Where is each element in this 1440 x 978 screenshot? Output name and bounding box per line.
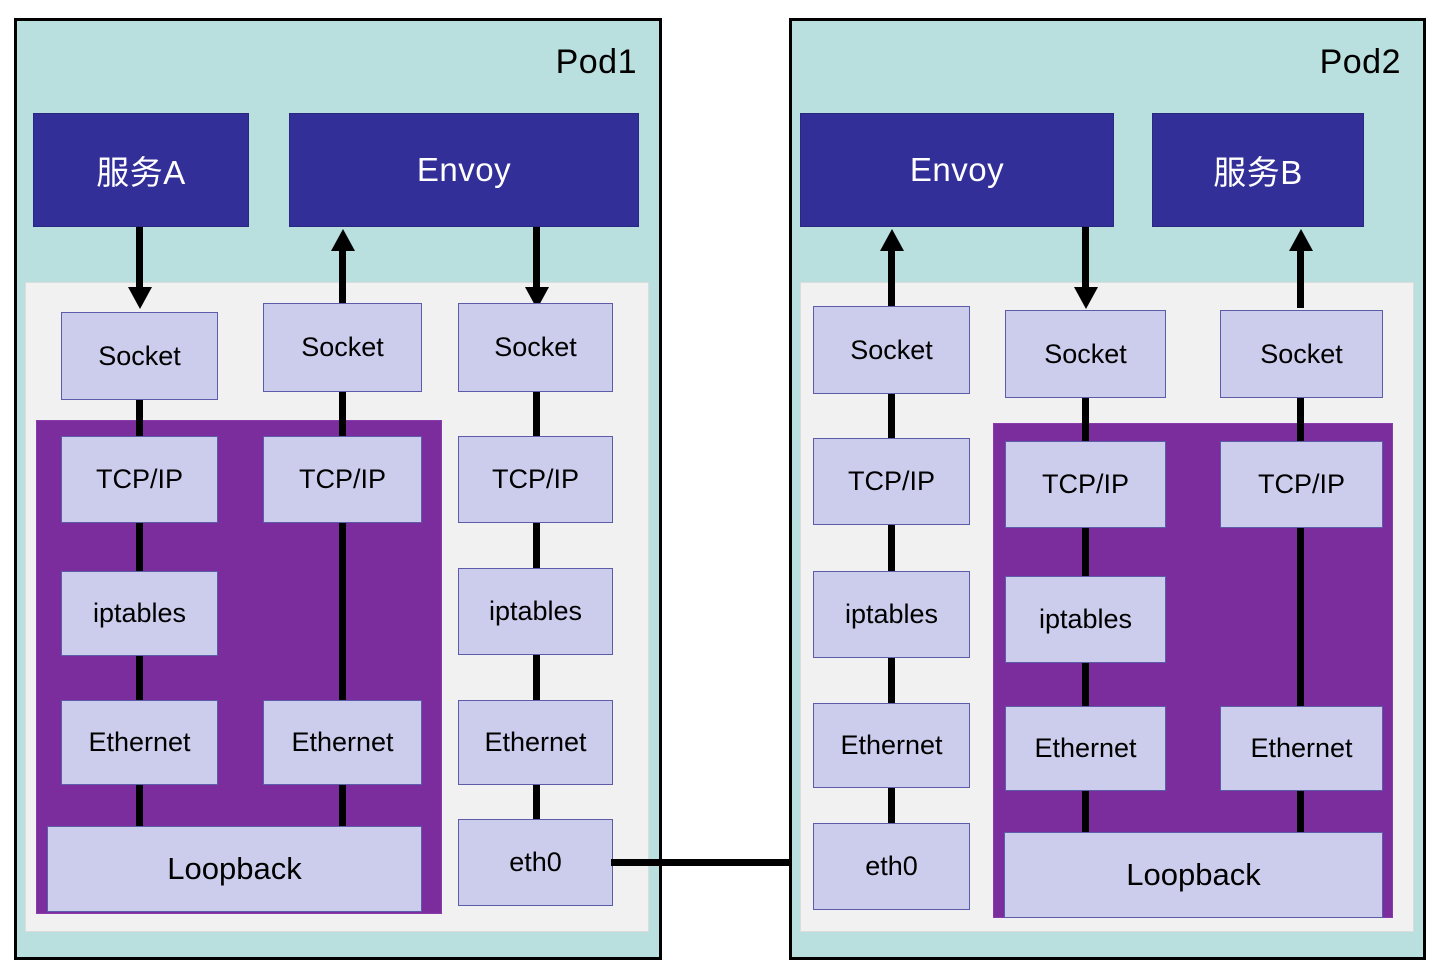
pod-2-col3-socket-label: Socket — [1260, 338, 1343, 369]
pod-1-col3-iptables[interactable]: iptables — [458, 568, 613, 655]
pod-1-app-service-a-label: 服务A — [96, 154, 186, 191]
pod-2-app-service-b[interactable]: 服务B — [1152, 113, 1364, 227]
pod-1-col2-link-socket-tcpip — [339, 390, 346, 440]
pod-2-col2-ethernet-label: Ethernet — [1034, 733, 1137, 763]
pod-1-col3-link-socket-tcpip — [533, 390, 540, 440]
pod-2-col1-eth0-label: eth0 — [865, 851, 918, 881]
pod-1-col3-eth0-label: eth0 — [509, 847, 562, 877]
pod-1-col3-ethernet[interactable]: Ethernet — [458, 700, 613, 785]
pod-1-app-service-a[interactable]: 服务A — [33, 113, 249, 227]
pod-1-col3-tcpip-label: TCP/IP — [491, 464, 579, 494]
pod-2-col1-link-socket-tcpip — [888, 392, 895, 440]
pod-1-col2-tcpip[interactable]: TCP/IP — [263, 436, 422, 523]
pod-1-col1-link-iptables-ethernet — [136, 654, 143, 702]
pod-1-col2-ethernet-label: Ethernet — [291, 727, 394, 757]
pod-1-col3-link-tcpip-iptables — [533, 520, 540, 572]
pod-2-col1-socket[interactable]: Socket — [813, 306, 970, 394]
pod-1-arrow-envoy-up-line — [339, 250, 346, 304]
pod-1-col1-ethernet[interactable]: Ethernet — [61, 700, 218, 785]
pod-1-col3-tcpip[interactable]: TCP/IP — [458, 436, 613, 523]
pod-2-col1-link-iptables-ethernet — [888, 657, 895, 705]
pod-1-arrow-service-a-down-head — [128, 287, 152, 309]
pod-2-col2-iptables[interactable]: iptables — [1005, 576, 1166, 663]
pod-1-col1-iptables-label: iptables — [92, 598, 187, 628]
pod-1-loopback-device-label: Loopback — [167, 851, 302, 886]
pod-2-col2-link-tcpip-iptables — [1082, 527, 1089, 577]
pod-2-col2-socket[interactable]: Socket — [1005, 310, 1166, 398]
pod-1-col3-eth0[interactable]: eth0 — [458, 819, 613, 906]
pod-2-col1-socket-label: Socket — [850, 334, 933, 365]
pod-2-label: Pod2 — [1319, 43, 1401, 81]
pod-2-arrow-envoy-down-head — [1074, 287, 1098, 309]
pod-2-arrow-envoy-up-line — [888, 250, 895, 308]
pod-1-col2-socket-label: Socket — [301, 332, 384, 362]
pod-1-col3-socket[interactable]: Socket — [458, 303, 613, 392]
pod-2-col1-ethernet-label: Ethernet — [840, 730, 943, 760]
pod-2-col1-iptables-label: iptables — [844, 599, 939, 629]
pod-1-col2-socket[interactable]: Socket — [263, 303, 422, 392]
pod-2-col1-link-tcpip-iptables — [888, 522, 895, 574]
pod-1-col1-link-socket-tcpip — [136, 398, 143, 440]
pod-2-col1-ethernet[interactable]: Ethernet — [813, 703, 970, 788]
pod-2-col3-link-ethernet-loopback — [1297, 790, 1304, 836]
pod-2-col2-iptables-label: iptables — [1038, 604, 1133, 634]
pod-2-col3-link-socket-tcpip — [1297, 388, 1304, 443]
pod-2-col2-ethernet[interactable]: Ethernet — [1005, 706, 1166, 791]
pod-1-col1-ethernet-label: Ethernet — [88, 727, 191, 757]
pod-1-app-envoy-label: Envoy — [416, 151, 512, 188]
pod-1-arrow-envoy-up-head — [331, 229, 355, 251]
pod-1-loopback-device[interactable]: Loopback — [47, 826, 422, 912]
pod-1-arrow-envoy-down-line — [533, 227, 540, 289]
pod-1-col1-socket-label: Socket — [98, 340, 181, 371]
pod-1-col1-link-ethernet-loopback — [136, 783, 143, 829]
pod-2-arrow-service-b-up-head — [1289, 229, 1313, 251]
pod-2-arrow-service-b-up-line — [1297, 250, 1304, 308]
pod-2-arrow-envoy-up-head — [880, 229, 904, 251]
pod-1-col3-socket-label: Socket — [494, 332, 577, 362]
pod-2-col1-iptables[interactable]: iptables — [813, 571, 970, 658]
pod-1-col2-tcpip-label: TCP/IP — [298, 464, 386, 494]
pod-2-app-envoy[interactable]: Envoy — [800, 113, 1114, 227]
pod-1-col1-link-tcpip-iptables — [136, 520, 143, 574]
pod-1-col2-ethernet[interactable]: Ethernet — [263, 700, 422, 785]
pod-1-col1-iptables[interactable]: iptables — [61, 571, 218, 656]
pod-2-app-service-b-label: 服务B — [1213, 154, 1303, 191]
pod-2-loopback-device-label: Loopback — [1126, 857, 1261, 892]
pod-2-col1-eth0[interactable]: eth0 — [813, 823, 970, 910]
pod-2-app-envoy-label: Envoy — [909, 151, 1005, 188]
pod-2-col3-ethernet-label: Ethernet — [1250, 733, 1353, 763]
pod-2-arrow-envoy-down-line — [1082, 227, 1089, 289]
pod-2-col3-tcpip-label: TCP/IP — [1257, 469, 1345, 499]
pod-2-col3-socket[interactable]: Socket — [1220, 310, 1383, 398]
pod-2-col2-tcpip-label: TCP/IP — [1041, 469, 1129, 499]
pod-1-col3-link-ethernet-eth0 — [533, 783, 540, 823]
pod-1-col1-tcpip[interactable]: TCP/IP — [61, 436, 218, 523]
pod-2-col2-link-socket-tcpip — [1082, 388, 1089, 443]
pod-1-col3-ethernet-label: Ethernet — [484, 727, 587, 757]
pod-1-col3-link-iptables-ethernet — [533, 654, 540, 702]
pod-2-col1-tcpip[interactable]: TCP/IP — [813, 438, 970, 525]
pod-2-col3-tcpip[interactable]: TCP/IP — [1220, 441, 1383, 528]
pod-2-col2-link-iptables-ethernet — [1082, 660, 1089, 708]
pod-2-loopback-device[interactable]: Loopback — [1004, 832, 1383, 918]
pod-1-col1-socket[interactable]: Socket — [61, 312, 218, 400]
pod-2-col1-link-ethernet-eth0 — [888, 787, 895, 827]
inter-pod-link-line — [611, 859, 811, 866]
pod-1-col2-link-tcpip-ethernet — [339, 520, 346, 702]
pod-1-label: Pod1 — [555, 43, 637, 81]
pod-2-col2-tcpip[interactable]: TCP/IP — [1005, 441, 1166, 528]
pod-1-col1-tcpip-label: TCP/IP — [95, 464, 183, 494]
pod-2-col2-link-ethernet-loopback — [1082, 790, 1089, 836]
pod-2-col3-link-tcpip-ethernet — [1297, 527, 1304, 709]
pod-2-col2-socket-label: Socket — [1044, 338, 1127, 369]
pod-1-arrow-service-a-down-line — [136, 227, 143, 289]
pod-2-col1-tcpip-label: TCP/IP — [847, 466, 935, 496]
pod-1-app-envoy[interactable]: Envoy — [289, 113, 639, 227]
pod-1-col3-iptables-label: iptables — [488, 596, 583, 626]
pod-2-col3-ethernet[interactable]: Ethernet — [1220, 706, 1383, 791]
pod-1-col2-link-ethernet-loopback — [339, 783, 346, 829]
